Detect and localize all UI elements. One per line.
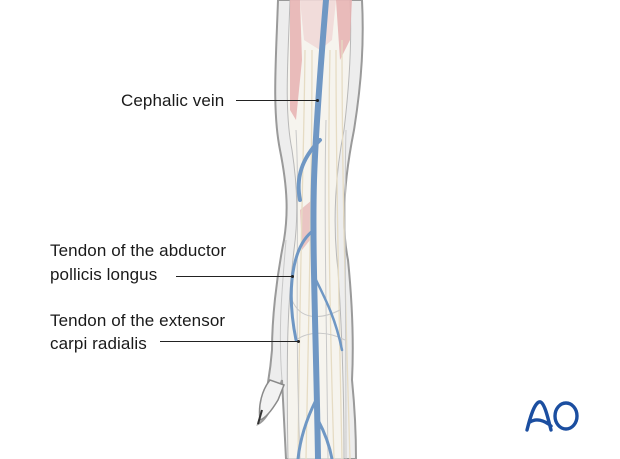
label-cephalic-vein: Cephalic vein [121, 91, 225, 110]
label-extensor-carpi-radialis-line2: carpi radialis [50, 334, 147, 353]
leader-end-cephalic-vein [316, 99, 319, 102]
label-abductor-pollicis-longus-line2: pollicis longus [50, 265, 158, 284]
ao-logo [525, 400, 579, 432]
leader-end-extensor-carpi-radialis [297, 340, 300, 343]
label-extensor-carpi-radialis-line1: Tendon of the extensor [50, 311, 226, 330]
leader-end-abductor-pollicis-longus [291, 275, 294, 278]
label-abductor-pollicis-longus-line1: Tendon of the abductor [50, 241, 227, 260]
leader-abductor-pollicis-longus [176, 276, 292, 277]
leader-cephalic-vein [236, 100, 318, 101]
muscle-belly [290, 0, 302, 120]
leader-extensor-carpi-radialis [160, 341, 298, 342]
thumb [258, 379, 285, 421]
cephalic-vein [289, 0, 344, 459]
